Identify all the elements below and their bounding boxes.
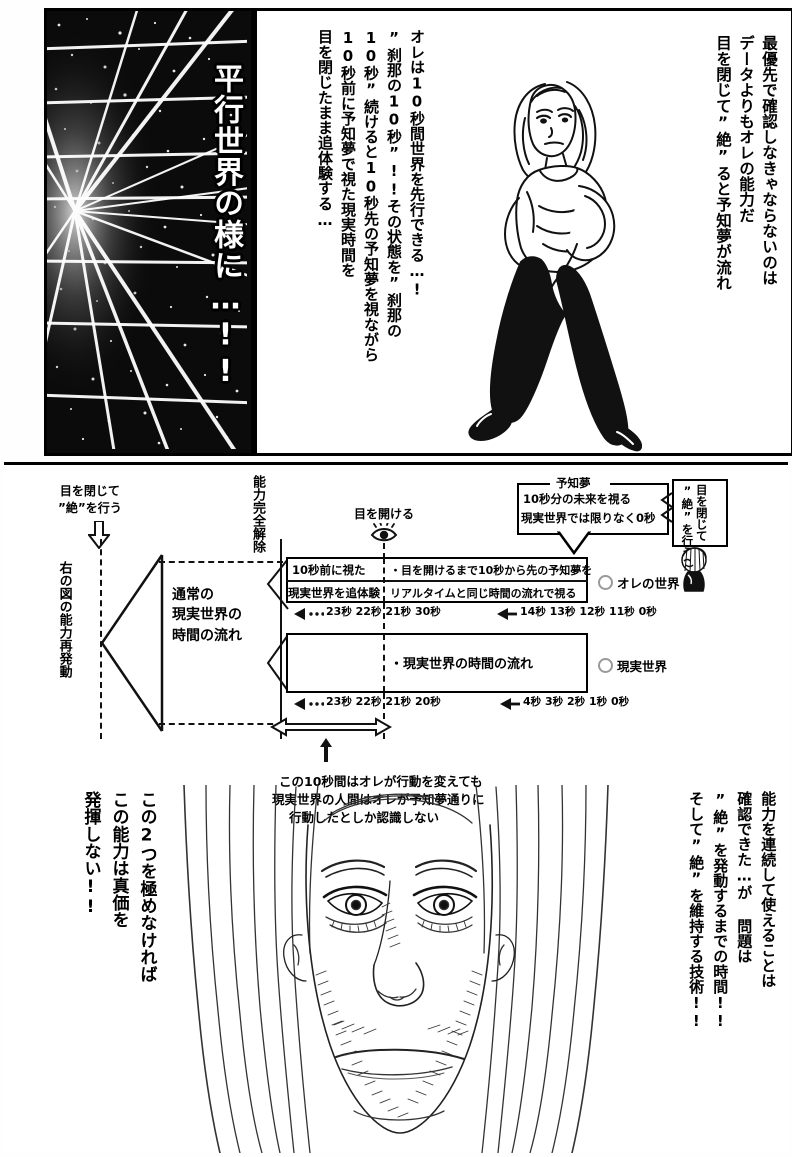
ticks-lower-right: 4秒 3秒 2秒 1秒 0秒 xyxy=(523,694,629,709)
bottom-right-column-4: そして”絶”を維持する技術!! xyxy=(687,791,706,1031)
starfield-svg xyxy=(47,11,247,449)
narration-column-3: 目を閉じて”絶”ると予知夢が流れ xyxy=(714,35,732,291)
callout-title-gap xyxy=(550,477,610,491)
woman-svg xyxy=(468,81,642,452)
diagram-caption-line-3: 行動したとしか認識しない xyxy=(289,810,440,825)
legend-circle-icon xyxy=(598,575,613,590)
tick-lower-left-2: 21秒 xyxy=(385,695,412,708)
tick-lower-right-1: 3秒 xyxy=(545,695,564,708)
narration-column-2: データよりもオレの能力だ xyxy=(737,35,755,223)
tick-upper-right-3: 11秒 xyxy=(608,605,635,618)
tick-arrow-upper-right xyxy=(497,608,517,620)
character-face-closeup xyxy=(176,785,616,1153)
tick-lower-right-0: 4秒 xyxy=(523,695,542,708)
bottom-right-column-2: 確認できた…が 問題は xyxy=(735,791,754,964)
callout-line2: 現実世界では限りなく0秒 xyxy=(521,511,656,525)
legend-my-world-label: オレの世界 xyxy=(617,576,680,591)
face-svg xyxy=(183,785,609,1153)
narration-column-1: 最優先で確認しなきゃならないのは xyxy=(760,35,778,286)
down-arrow-icon xyxy=(88,521,110,549)
open-eye-icon xyxy=(370,523,398,542)
box-upper-right-line1: ・目を開けるまで10秒から先の予知夢を xyxy=(390,564,593,577)
callout-close-eyes-box xyxy=(672,479,728,547)
callout-line1: 10秒分の未来を視る xyxy=(523,492,632,506)
bottom-right-column-3: ”絶”を発動するまでの時間!! xyxy=(711,791,730,1031)
tick-arrow-lower-left xyxy=(294,698,324,710)
top-right-panel: 最優先で確認しなきゃならないのは データよりもオレの能力だ 目を閉じて”絶”ると… xyxy=(254,8,792,456)
caption-up-arrow xyxy=(320,738,332,762)
monologue-column-4: 10秒前に予知夢で視た現実時間を xyxy=(339,29,357,278)
tick-upper-right-2: 12秒 xyxy=(579,605,606,618)
tick-upper-right-0: 14秒 xyxy=(520,605,546,618)
tick-arrow-upper-left xyxy=(294,608,324,620)
box-upper-left-line2: 現実世界を追体験 xyxy=(288,586,380,600)
tick-upper-left-3: 30秒 xyxy=(414,605,441,618)
upper-track-arrow-tail xyxy=(266,558,289,610)
label-normal-time-flow: 通常の 現実世界の 時間の流れ xyxy=(172,587,242,644)
legend-real-world: 現実世界 xyxy=(598,656,667,675)
legend-my-world: オレの世界 xyxy=(598,573,680,592)
ability-timeline-diagram: 目を閉じて ”絶”を行う 右の図の能力再発動 能力完全解除 目を開ける xyxy=(4,462,788,778)
normal-flow-bracket xyxy=(100,554,164,732)
dashed-line-reactivate xyxy=(100,539,102,739)
starfield-panel: 平行世界の様に…!! xyxy=(44,8,254,456)
bottom-right-column-1: 能力を連続して使えることは xyxy=(759,791,778,988)
tick-upper-left-0: 23秒 xyxy=(326,605,352,618)
callout-tail xyxy=(556,529,592,555)
tick-lower-left-3: 20秒 xyxy=(414,695,441,708)
tick-lower-left-1: 22秒 xyxy=(355,695,382,708)
label-open-eyes: 目を開ける xyxy=(354,507,415,521)
monologue-column-5: 目を閉じたまま追体験する… xyxy=(316,29,334,229)
tick-upper-right-1: 13秒 xyxy=(549,605,576,618)
monologue-column-3: 10秒”続けると10秒先の予知夢を視ながら xyxy=(362,29,380,363)
box-upper-left-line1: 10秒前に視た xyxy=(292,563,366,577)
starfield-art xyxy=(47,11,251,453)
dashed-line-top xyxy=(159,561,283,563)
monologue-column-2: ”刹那の10秒”!!その状態を”刹那の xyxy=(385,29,403,338)
dashed-line-bottom xyxy=(159,723,283,725)
label-close-eyes-left: 目を閉じて ”絶”を行う xyxy=(58,484,122,516)
ticks-upper-left: 23秒 22秒 21秒 30秒 xyxy=(326,604,441,619)
lower-track-arrow-tail xyxy=(266,634,289,692)
axis-full-release xyxy=(280,539,282,739)
tick-lower-left-0: 23秒 xyxy=(326,695,352,708)
legend-real-world-label: 現実世界 xyxy=(617,659,668,674)
bottom-left-column-2: この能力は真価を xyxy=(108,791,129,929)
tick-lower-right-4: 0秒 xyxy=(611,695,630,708)
tick-upper-left-1: 22秒 xyxy=(355,605,382,618)
tick-upper-left-2: 21秒 xyxy=(385,605,412,618)
callout-title: 予知夢 xyxy=(556,476,591,490)
tick-lower-right-3: 1秒 xyxy=(589,695,608,708)
bottom-panel: この10秒間はオレが行動を変えても 現実世界の人間はオレが予知夢通りに 行動した… xyxy=(4,775,788,1153)
label-full-release: 能力完全解除 xyxy=(249,475,265,553)
bottom-left-column-1: この2つを極めなければ xyxy=(136,791,157,983)
ticks-upper-right: 14秒 13秒 12秒 11秒 0秒 xyxy=(520,604,657,619)
diagram-caption-line-1: この10秒間はオレが行動を変えても xyxy=(279,775,483,789)
callout-close-eyes-label: 目を閉じて ”絶”を行う xyxy=(680,484,709,558)
callout-close-eyes-arrows xyxy=(660,492,673,523)
upper-track-box-divider xyxy=(286,580,588,582)
monologue-column-1: オレは10秒間世界を先行できる…! xyxy=(408,29,426,299)
lower-track-inner-dash xyxy=(383,634,385,692)
box-upper-right-line2: リアルタイムと同じ時間の流れで視る xyxy=(390,587,577,600)
tick-lower-right-2: 2秒 xyxy=(567,695,586,708)
bottom-left-column-3: 発揮しない!! xyxy=(80,791,101,918)
tick-upper-right-4: 0秒 xyxy=(638,605,657,618)
span-arrow-10-seconds xyxy=(270,717,392,737)
upper-track-inner-dash xyxy=(383,558,385,602)
chibi-character-icon xyxy=(681,547,707,592)
label-reactivate-ability: 右の図の能力再発動 xyxy=(56,561,72,678)
ticks-lower-left: 23秒 22秒 21秒 20秒 xyxy=(326,694,441,709)
lower-track-box xyxy=(286,633,588,693)
legend-circle-icon-2 xyxy=(598,658,613,673)
character-figure-woman xyxy=(427,66,642,453)
tick-arrow-lower-right xyxy=(500,698,520,710)
box-lower-text: ・現実世界の時間の流れ xyxy=(390,657,534,672)
page-title: 平行世界の様に…!! xyxy=(208,63,243,390)
